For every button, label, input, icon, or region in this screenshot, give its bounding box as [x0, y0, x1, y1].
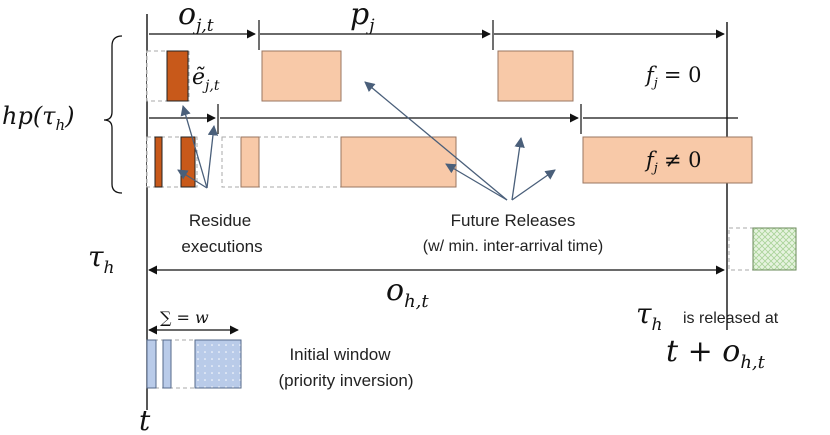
initial-block-1	[146, 339, 157, 389]
future-label-line2: (w/ min. inter-arrival time)	[423, 238, 603, 255]
initial-label-line2: (priority inversion)	[278, 371, 413, 390]
initial-block-3	[194, 339, 242, 389]
released-tau-h: τh	[636, 297, 662, 335]
released-t-plus-o: t + oh,t	[666, 334, 766, 373]
label-f-zero: fj= 0	[644, 63, 701, 91]
label-tau-h: τh	[88, 240, 114, 278]
label-e-jt: ẽj,t	[192, 65, 220, 94]
label-f-nonzero: fj≠ 0	[644, 148, 701, 176]
future-release-4	[340, 136, 457, 188]
label-sum-w: ∑ = w	[160, 308, 209, 327]
future-release-2	[497, 50, 574, 102]
initial-block-2	[162, 339, 172, 389]
tau-h-release-block	[752, 227, 797, 271]
residue-label-line1: Residue	[189, 211, 251, 230]
residue-bar-row2a	[154, 136, 163, 188]
label-hp-tau-h: hp(τh)	[2, 102, 75, 134]
future-release-1	[261, 50, 342, 102]
future-release-5	[582, 136, 753, 184]
label-o-jt: oj,t	[178, 0, 214, 36]
released-text: is released at	[683, 310, 779, 327]
hp-brace	[103, 35, 123, 194]
residue-label-line2: executions	[181, 237, 262, 256]
future-label-line1: Future Releases	[451, 211, 576, 230]
initial-label-line1: Initial window	[289, 345, 391, 364]
residue-bar-row1	[166, 50, 189, 102]
label-p-j: pj	[350, 0, 375, 36]
label-t: t	[139, 404, 151, 435]
future-release-3	[240, 136, 260, 188]
label-o-ht: oh,t	[386, 273, 429, 312]
